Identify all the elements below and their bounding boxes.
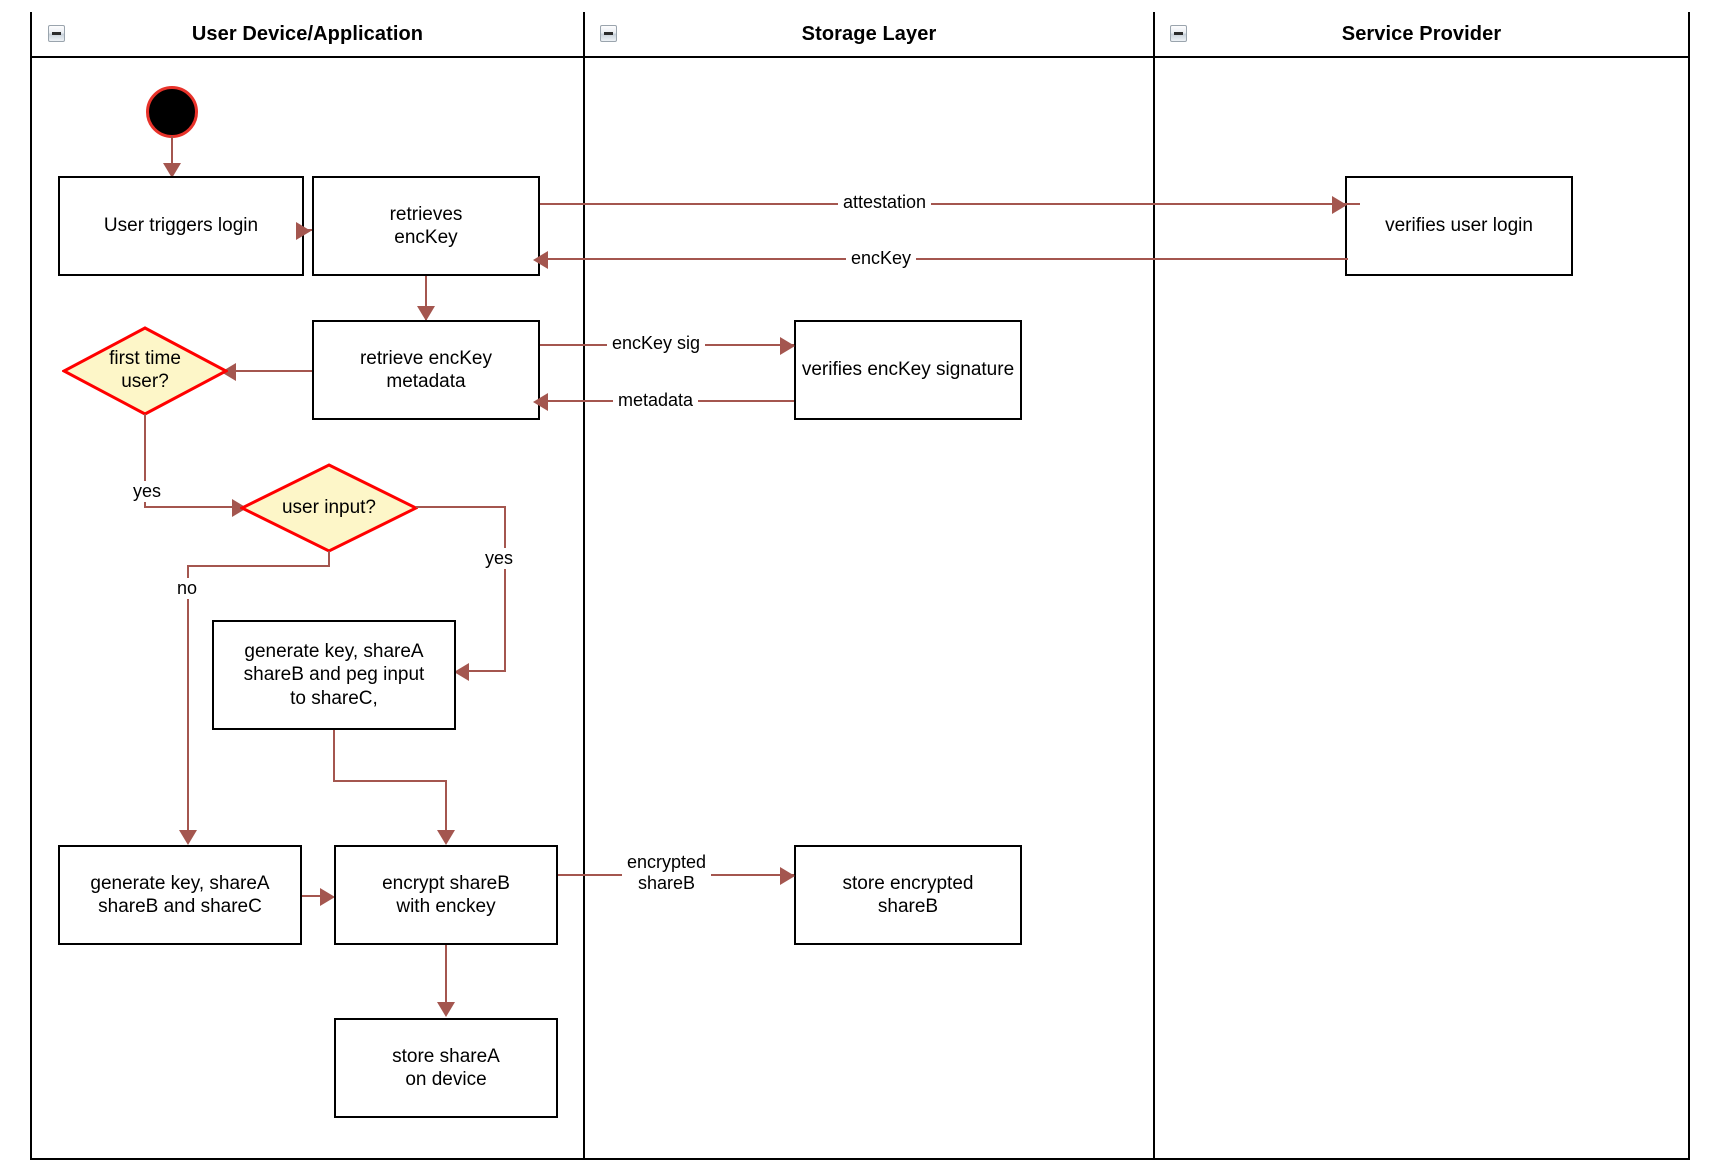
activity-encrypt-shareb[interactable]: encrypt shareB with enckey (334, 845, 558, 945)
edge-userinput-yes-vertical (504, 506, 506, 671)
lane-header-user-device[interactable]: User Device/Application (32, 12, 585, 56)
edge-generate-to-encrypt (302, 895, 320, 897)
arrowhead-left (533, 251, 548, 269)
edge-userinput-yes-into-node (466, 670, 506, 672)
edge-label-enckey: encKey (846, 248, 917, 270)
edge-label-enckey-sig: encKey sig (607, 333, 706, 355)
node-label: store shareA on device (392, 1045, 500, 1090)
edge-peginput-down (333, 730, 335, 782)
node-label: verifies user login (1385, 215, 1533, 237)
decision-label: first time user? (109, 348, 181, 392)
minus-box-icon[interactable] (1170, 25, 1187, 42)
arrowhead-down (437, 830, 455, 845)
activity-store-sharea-on-device[interactable]: store shareA on device (334, 1018, 558, 1118)
edge-enckey-return (540, 258, 1348, 260)
arrowhead-left (454, 663, 469, 681)
activity-user-triggers-login[interactable]: User triggers login (58, 176, 304, 276)
edge-firsttime-yes-vertical (144, 414, 146, 508)
arrowhead-left (221, 363, 236, 381)
arrowhead-right (1332, 196, 1347, 214)
edge-retrieves-to-metadata (425, 276, 427, 320)
lane-header-service-provider[interactable]: Service Provider (1155, 12, 1688, 56)
edge-encrypt-to-store-sharea (445, 945, 447, 1015)
edge-userinput-no-horizontal (187, 565, 330, 567)
lane-header-storage-layer[interactable]: Storage Layer (585, 12, 1155, 56)
edge-userinput-no-stub (328, 551, 330, 567)
arrowhead-down (179, 830, 197, 845)
arrowhead-right (780, 867, 795, 885)
arrowhead-down (437, 1002, 455, 1017)
activity-retrieves-enckey[interactable]: retrieves encKey (312, 176, 540, 276)
node-label: retrieves encKey (389, 203, 463, 248)
edge-label-yes-first-time: yes (128, 481, 167, 503)
lane-title-user-device: User Device/Application (191, 22, 424, 45)
edge-userinput-yes-horizontal (416, 506, 506, 508)
activity-verifies-user-login[interactable]: verifies user login (1345, 176, 1573, 276)
edge-peginput-right (333, 780, 447, 782)
edge-userinput-no-vertical (187, 565, 189, 841)
edge-label-attestation: attestation (838, 192, 932, 214)
node-label: generate key, shareA shareB and shareC (90, 872, 270, 917)
minus-box-icon[interactable] (600, 25, 617, 42)
arrowhead-down (163, 163, 181, 178)
minus-box-icon[interactable] (48, 25, 65, 42)
arrowhead-right (296, 222, 311, 240)
decision-label: user input? (281, 496, 376, 518)
activity-generate-key-peg-input[interactable]: generate key, shareA shareB and peg inpu… (212, 620, 456, 730)
activity-verifies-enckey-signature[interactable]: verifies encKey signature (794, 320, 1022, 420)
node-label: User triggers login (103, 215, 259, 237)
edge-label-yes-user-input: yes (480, 548, 519, 570)
edge-login-to-retrieves (304, 229, 318, 231)
edge-label-metadata: metadata (613, 390, 699, 412)
edge-metadata-to-firsttime (228, 370, 312, 372)
decision-user-input[interactable]: user input? (240, 463, 418, 553)
edge-attestation (540, 203, 1360, 205)
arrowhead-down (417, 306, 435, 321)
lane-title-storage-layer: Storage Layer (801, 22, 937, 45)
node-label: store encrypted shareB (842, 872, 974, 917)
activity-retrieve-enckey-metadata[interactable]: retrieve encKey metadata (312, 320, 540, 420)
node-label: encrypt shareB with enckey (382, 872, 510, 917)
decision-first-time-user[interactable]: first time user? (62, 326, 228, 416)
lane-title-service-provider: Service Provider (1341, 22, 1502, 45)
arrowhead-right (780, 337, 795, 355)
edge-firsttime-yes-horizontal (144, 506, 240, 508)
edge-label-encrypted-shareb: encrypted shareB (622, 852, 712, 895)
initial-node (146, 86, 198, 138)
lane-header-divider (30, 56, 1690, 58)
edge-label-no-user-input: no (172, 578, 203, 600)
arrowhead-left (533, 393, 548, 411)
edge-peginput-into-encrypt (445, 780, 447, 841)
activity-store-encrypted-shareb[interactable]: store encrypted shareB (794, 845, 1022, 945)
node-label: retrieve encKey metadata (359, 347, 492, 392)
arrowhead-right (320, 888, 335, 906)
node-label: verifies encKey signature (801, 359, 1015, 381)
node-label: generate key, shareA shareB and peg inpu… (243, 641, 425, 709)
activity-generate-key-sharec[interactable]: generate key, shareA shareB and shareC (58, 845, 302, 945)
lane-body-user-device (32, 56, 585, 1160)
edge-start-to-login (171, 136, 173, 178)
lane-body-storage-layer (585, 56, 1155, 1160)
